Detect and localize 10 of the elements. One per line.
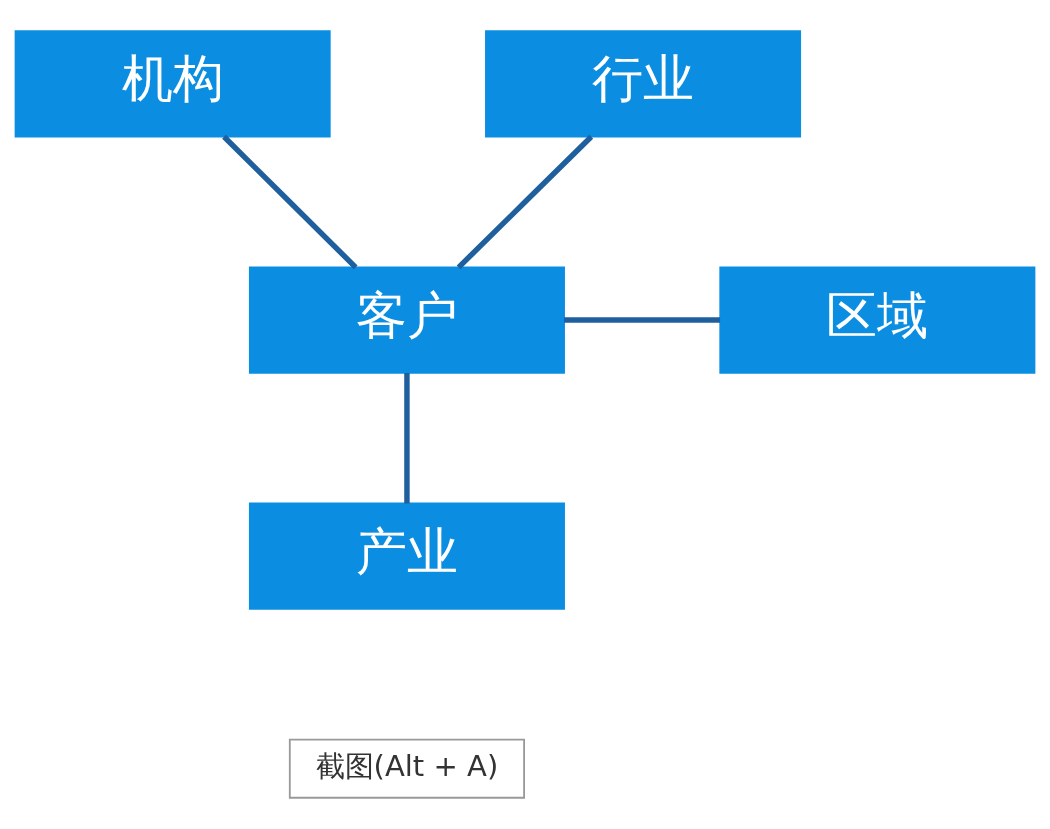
connector xyxy=(404,372,410,504)
node-box: 机构 xyxy=(14,30,331,138)
connector xyxy=(456,134,594,270)
label: 截图(Alt + A) xyxy=(315,748,499,783)
node-box: 客户 xyxy=(248,266,565,374)
node-box: 行业 xyxy=(485,30,802,138)
connector xyxy=(564,317,721,323)
node-box: 区域 xyxy=(719,266,1036,374)
connector xyxy=(222,134,358,270)
node-box: 产业 xyxy=(248,502,565,610)
